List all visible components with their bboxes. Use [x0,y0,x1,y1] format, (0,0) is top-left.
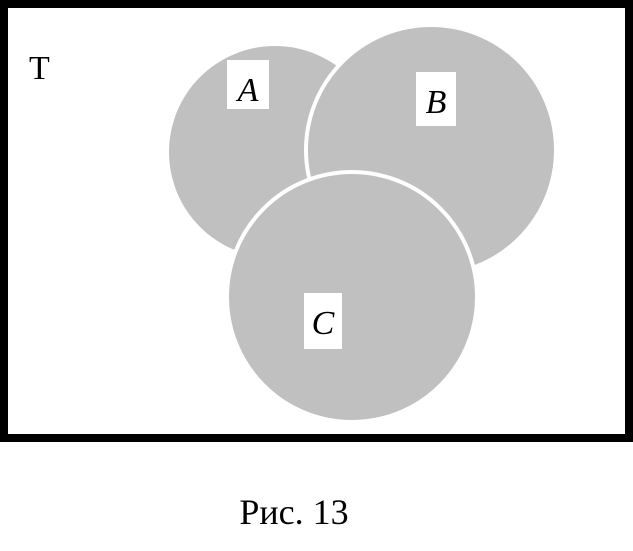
set-c-circle [225,170,479,424]
set-c-label: C [312,305,335,342]
set-a-label-background [227,60,269,109]
figure-caption: Рис. 13 [239,492,348,532]
universe-label: T [29,50,50,87]
set-b-label-background [416,72,456,126]
set-a-label: A [236,72,259,109]
set-c-label-background [304,293,342,349]
set-b-label: B [426,84,447,121]
